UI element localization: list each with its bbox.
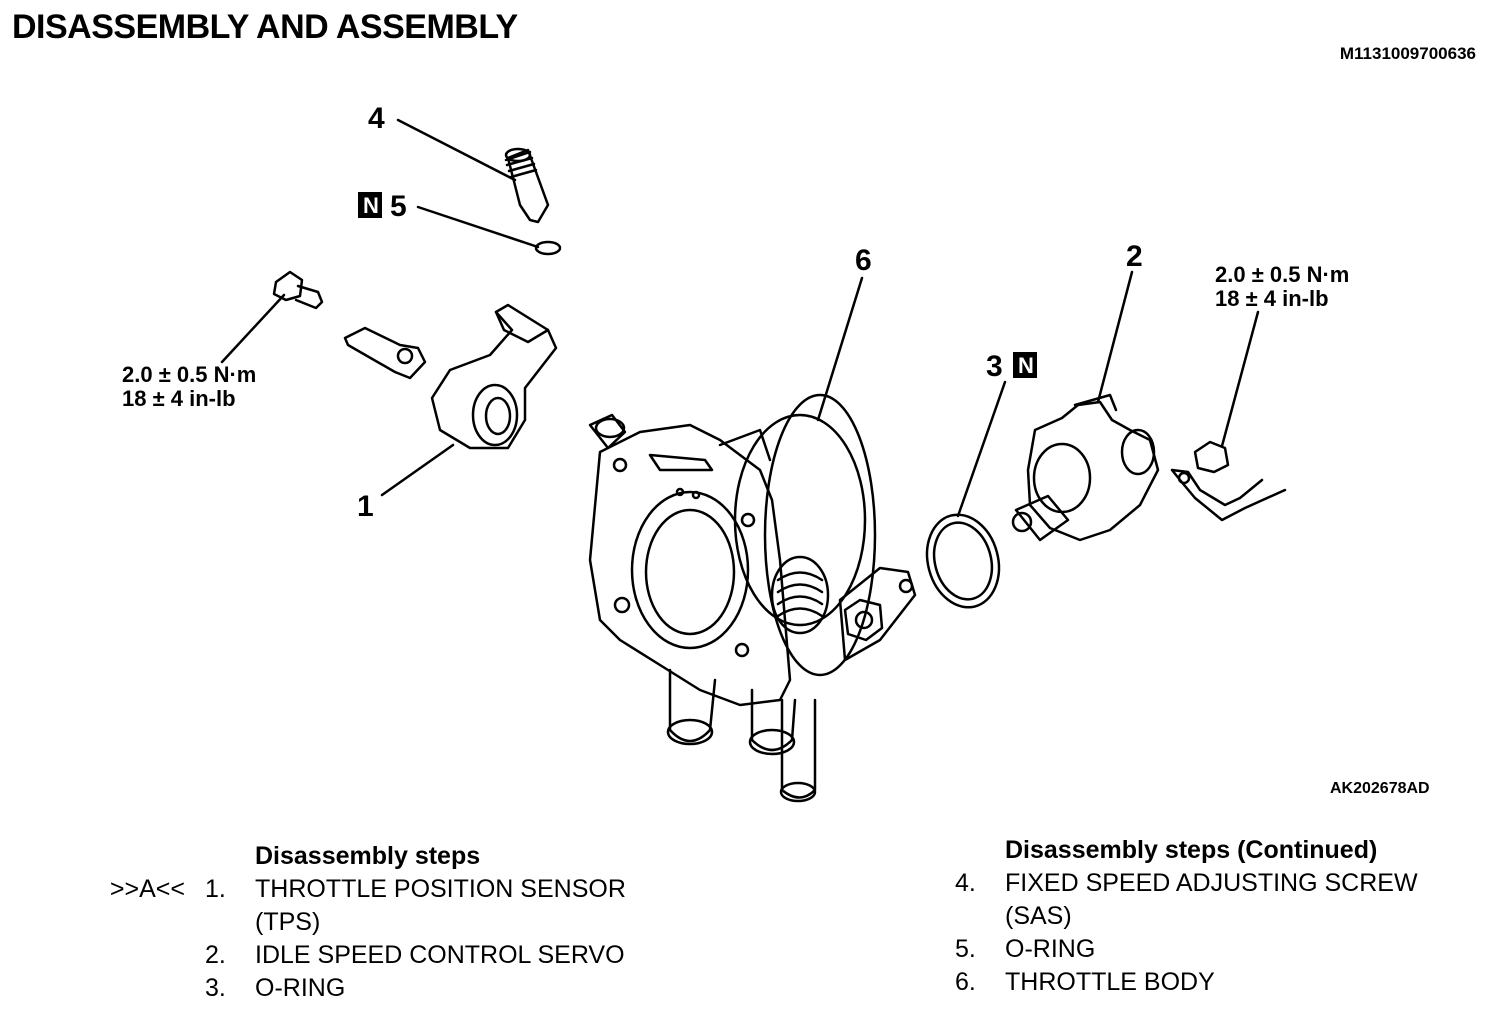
leader-torque-right: [1220, 310, 1260, 448]
throttle-position-sensor-drawing: [430, 303, 558, 450]
torque-left-line1: 2.0 ± 0.5 N·m: [122, 362, 256, 387]
step-row: 6. THROTTLE BODY: [955, 966, 1418, 999]
step-reference-mark: >>A<<: [109, 875, 185, 903]
step-number: 3.: [205, 974, 226, 1002]
step-row: 5. O-RING: [955, 933, 1418, 966]
step-text: THROTTLE POSITION SENSOR: [255, 875, 626, 903]
leader-torque-left: [220, 293, 286, 364]
callout-1: 1: [357, 490, 374, 523]
torque-left-line2: 18 ± 4 in-lb: [122, 386, 236, 411]
leader-5: [416, 205, 540, 249]
leader-3: [956, 380, 1007, 518]
callout-4: 4: [368, 102, 385, 135]
step-text: (TPS): [255, 908, 321, 936]
step-row: 2. IDLE SPEED CONTROL SERVO: [100, 939, 626, 972]
new-part-mark-3-label: N: [1018, 353, 1034, 378]
step-text: FIXED SPEED ADJUSTING SCREW: [1005, 869, 1418, 897]
step-number: 5.: [955, 935, 976, 963]
step-text: IDLE SPEED CONTROL SERVO: [255, 941, 625, 969]
torque-right-line1: 2.0 ± 0.5 N·m: [1215, 262, 1349, 287]
step-number: 2.: [205, 941, 226, 969]
left-bolt-drawing: [272, 270, 324, 310]
leader-6: [816, 276, 864, 422]
leader-4: [396, 118, 517, 182]
callout-3: 3: [986, 350, 1003, 383]
leader-2: [1096, 270, 1134, 404]
document-id: M1131009700636: [1339, 44, 1476, 63]
small-o-ring-drawing: [534, 240, 562, 256]
step-row: 4. FIXED SPEED ADJUSTING SCREW: [955, 867, 1418, 900]
large-o-ring-drawing: [925, 513, 1001, 609]
step-text: O-RING: [255, 974, 346, 1002]
torque-right-line2: 18 ± 4 in-lb: [1215, 286, 1329, 311]
new-part-mark-5: [358, 192, 382, 218]
step-text: O-RING: [1005, 935, 1096, 963]
steps-heading: Disassembly steps (Continued): [1005, 836, 1378, 864]
disassembly-steps-left: Disassembly steps >>A<< 1. THROTTLE POSI…: [100, 840, 626, 1005]
step-row: 3. O-RING: [100, 972, 626, 1005]
figure-id: AK202678AD: [1330, 780, 1430, 797]
step-number: 1.: [205, 875, 226, 903]
tps-bracket-drawing: [343, 326, 427, 380]
disassembly-steps-right: Disassembly steps (Continued) 4. FIXED S…: [955, 834, 1418, 999]
steps-heading: Disassembly steps: [255, 842, 481, 870]
new-part-mark-5-label: N: [363, 193, 379, 218]
leader-1: [380, 443, 455, 497]
step-text: THROTTLE BODY: [1005, 968, 1215, 996]
right-bolt-drawing: [1170, 440, 1287, 522]
idle-speed-control-servo-drawing: [1011, 393, 1160, 542]
callout-6: 6: [855, 244, 872, 277]
step-number: 4.: [955, 869, 976, 897]
adjusting-screw-drawing: [504, 147, 550, 224]
page-title: DISASSEMBLY AND ASSEMBLY: [12, 8, 518, 46]
step-text: (SAS): [1005, 902, 1072, 930]
callout-5: 5: [390, 190, 407, 223]
step-row-continuation: (TPS): [100, 906, 626, 939]
step-row: >>A<< 1. THROTTLE POSITION SENSOR: [100, 873, 626, 906]
throttle-body-drawing: [588, 393, 917, 803]
step-row-continuation: (SAS): [955, 900, 1418, 933]
callout-2: 2: [1126, 240, 1143, 273]
new-part-mark-3: [1013, 352, 1037, 378]
step-number: 6.: [955, 968, 976, 996]
